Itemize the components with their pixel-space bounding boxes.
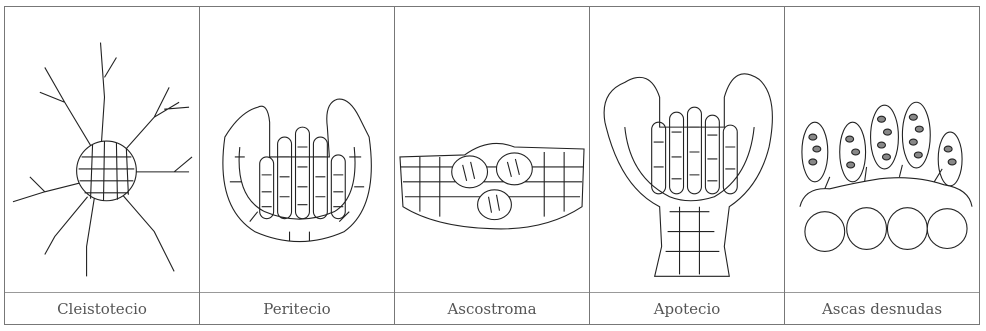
caption-ascostroma: Ascostroma (395, 293, 589, 325)
peritecio-drawing (200, 7, 394, 292)
panel-apotecio: Apotecio (590, 7, 785, 324)
cleistotecio-drawing (5, 7, 199, 292)
panel-ascas-desnudas: Ascas desnudas (785, 7, 979, 324)
ascas-desnudas-drawing (785, 7, 979, 292)
caption-apotecio: Apotecio (590, 293, 784, 325)
figure-frame: Cleistotecio Peritecio (4, 6, 980, 325)
caption-cleistotecio: Cleistotecio (5, 293, 199, 325)
cleistotecio-illustration (5, 7, 199, 292)
panel-ascostroma: Ascostroma (395, 7, 590, 324)
ascas-desnudas-illustration (785, 7, 979, 292)
apotecio-illustration (590, 7, 784, 292)
apotecio-drawing (590, 7, 784, 292)
panel-peritecio: Peritecio (200, 7, 395, 324)
peritecio-illustration (200, 7, 394, 292)
ascostroma-drawing (395, 7, 589, 292)
caption-ascas-desnudas: Ascas desnudas (785, 293, 979, 325)
panel-cleistotecio: Cleistotecio (5, 7, 200, 324)
caption-peritecio: Peritecio (200, 293, 394, 325)
ascostroma-illustration (395, 7, 589, 292)
panel-row: Cleistotecio Peritecio (5, 7, 979, 324)
